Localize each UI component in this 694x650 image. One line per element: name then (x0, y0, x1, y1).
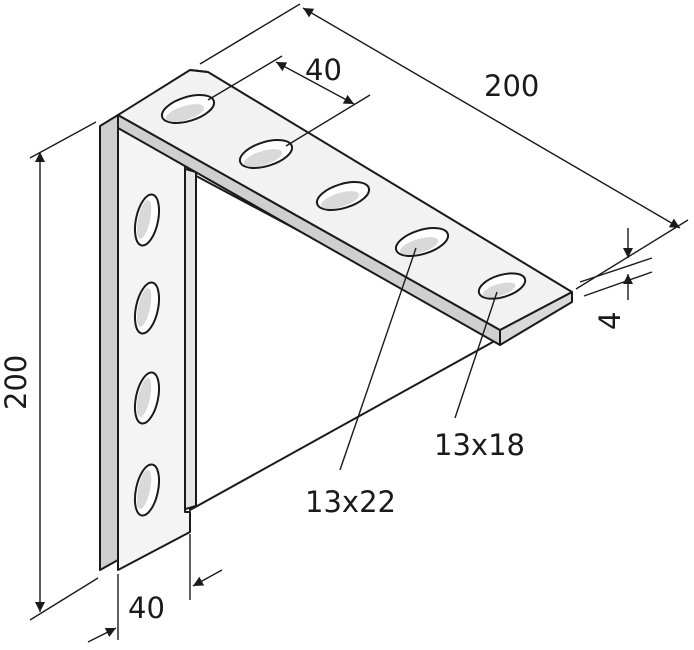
dim-thickness: 4 (579, 228, 653, 330)
dim-top-length: 200 (199, 3, 689, 290)
dim-vertical-height-label: 200 (0, 355, 33, 410)
slot-icon (133, 371, 161, 425)
slot-icon (133, 463, 161, 517)
dim-thickness-label: 4 (593, 312, 627, 330)
vertical-plate-side (99, 114, 119, 571)
dim-vertical-height: 200 (0, 121, 99, 621)
callout-slot-large: 13x22 (305, 247, 417, 519)
slot-icon (394, 227, 450, 257)
slot-icon (160, 94, 216, 124)
dim-slot-spacing-label: 40 (305, 53, 342, 87)
slot-icon (133, 193, 161, 247)
vertical-plate-slots (133, 193, 161, 517)
dim-bottom-width: 40 (87, 534, 223, 643)
dim-top-length-label: 200 (484, 69, 539, 103)
slot-icon (477, 272, 527, 300)
bracket-body (99, 69, 573, 571)
slot-icon (133, 281, 161, 335)
slot-icon (238, 139, 294, 169)
callout-slot-large-label: 13x22 (305, 485, 396, 519)
callout-slot-small-label: 13x18 (434, 428, 525, 462)
dim-bottom-width-label: 40 (128, 591, 165, 625)
dim-slot-spacing: 40 (207, 53, 371, 147)
callout-slot-small: 13x18 (434, 291, 525, 462)
